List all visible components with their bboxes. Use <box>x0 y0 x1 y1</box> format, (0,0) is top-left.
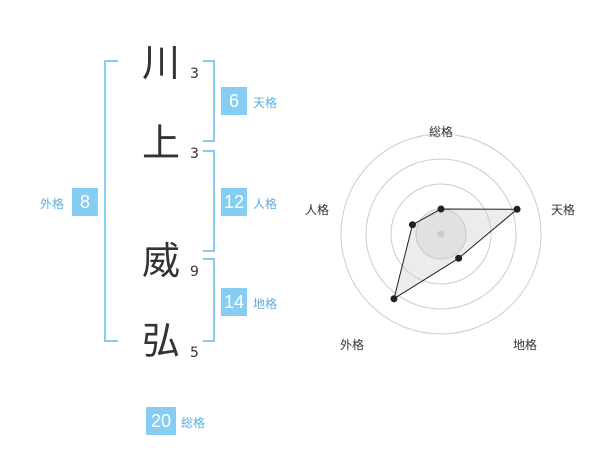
kanji-char-2: 上 <box>142 121 181 165</box>
chikaku-label: 地格 <box>253 297 278 311</box>
radar-point-1 <box>437 205 445 213</box>
radar-data-polygon <box>393 208 519 300</box>
radar-label-tenkaku: 天格 <box>551 203 576 217</box>
chikaku-bracket <box>203 258 215 342</box>
chikaku-value: 14 <box>221 288 247 316</box>
stroke-count-2: 3 <box>190 146 199 162</box>
radar-ring-4 <box>340 133 542 335</box>
gaikaku-bracket <box>104 60 118 342</box>
gaikaku-label: 外格 <box>40 197 65 211</box>
kanji-char-1: 川 <box>142 41 181 85</box>
radar-label-soukaku: 総格 <box>429 125 454 139</box>
radar-point-3 <box>455 254 463 262</box>
tenkaku-label: 天格 <box>253 96 278 110</box>
jinkaku-value: 12 <box>221 188 247 216</box>
tenkaku-value: 6 <box>221 87 247 115</box>
radar-label-gaikaku: 外格 <box>340 338 365 352</box>
stroke-count-1: 3 <box>190 66 199 82</box>
gaikaku-value: 8 <box>72 188 98 216</box>
radar-label-chikaku: 地格 <box>513 338 538 352</box>
soukaku-label: 総格 <box>181 416 206 430</box>
radar-point-4 <box>390 295 398 303</box>
radar-label-jinkaku: 人格 <box>305 203 330 217</box>
stroke-count-4: 5 <box>190 345 199 361</box>
tenkaku-bracket <box>203 60 215 142</box>
kanji-char-3: 威 <box>142 239 181 283</box>
radar-center-dot <box>437 230 445 238</box>
radar-ring-2 <box>390 183 492 285</box>
kanji-char-4: 弘 <box>142 319 181 363</box>
radar-point-5 <box>408 221 416 229</box>
jinkaku-label: 人格 <box>253 197 278 211</box>
radar-point-2 <box>513 205 521 213</box>
stroke-count-3: 9 <box>190 264 199 280</box>
soukaku-value: 20 <box>146 407 176 435</box>
jinkaku-bracket <box>203 150 215 252</box>
radar-ring-3 <box>365 158 517 310</box>
